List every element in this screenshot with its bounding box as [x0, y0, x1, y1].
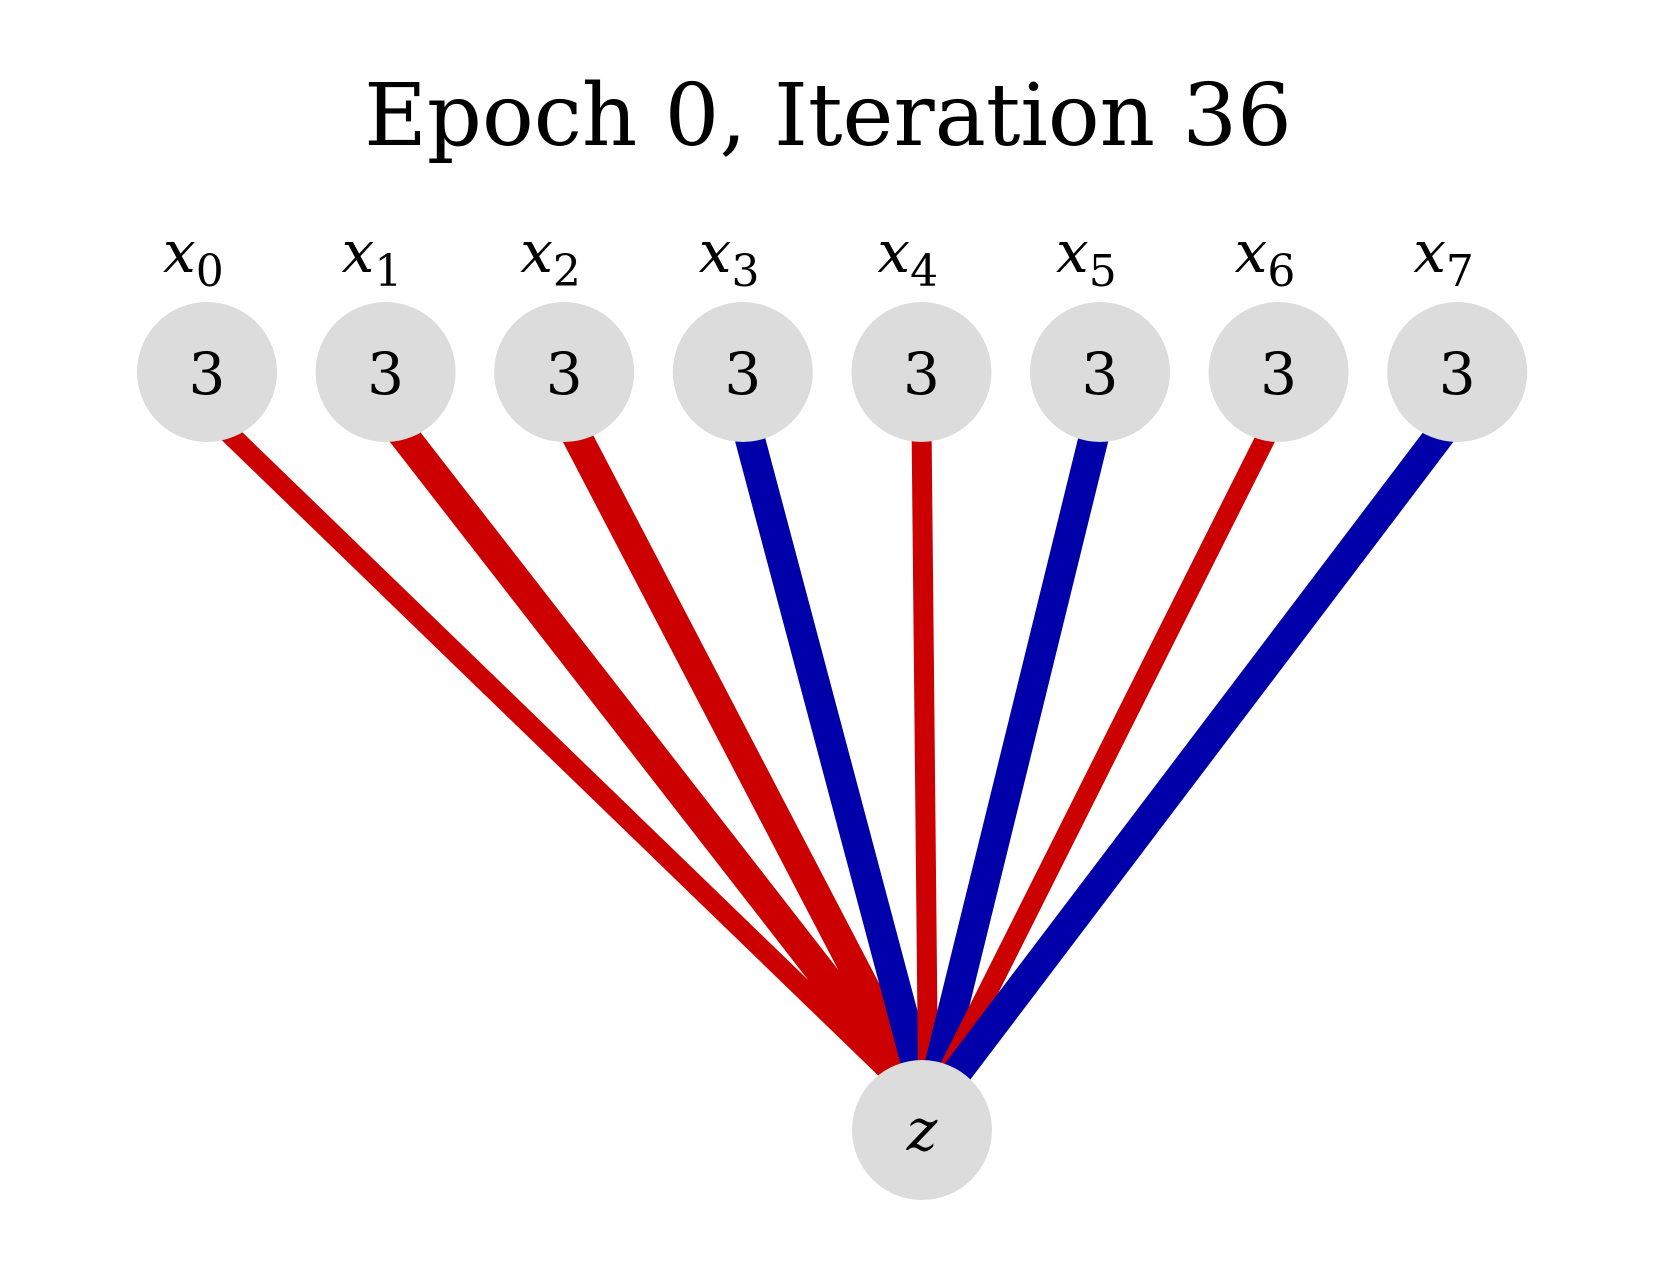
- edge-layer: [200, 402, 1470, 1085]
- input-node-circle: [1208, 302, 1349, 442]
- edge-x7-to-z: [943, 402, 1470, 1085]
- input-node-label: x1: [342, 218, 403, 297]
- input-node-label: x0: [163, 218, 224, 297]
- output-node: z: [852, 1060, 992, 1200]
- input-node-value: 3: [903, 340, 940, 408]
- input-node-circle: [672, 302, 813, 442]
- input-node-label: x3: [699, 218, 760, 297]
- input-node-x4: 3 x4: [851, 218, 992, 442]
- input-node-circle: [1387, 302, 1528, 442]
- input-node-x5: 3 x5: [1030, 218, 1170, 442]
- input-node-subscript: 2: [553, 246, 581, 297]
- edge-x0-to-z: [200, 404, 899, 1083]
- input-node-circle: [315, 302, 456, 442]
- input-node-x0: 3 x0: [137, 218, 277, 442]
- input-node-subscript: 5: [1089, 246, 1117, 297]
- edge-x4-to-z: [911, 411, 938, 1076]
- input-node-circle: [851, 302, 992, 442]
- input-node-subscript: 7: [1446, 246, 1474, 297]
- edge-x3-to-z: [728, 408, 934, 1079]
- diagram-title: Epoch 0, Iteration 36: [364, 66, 1292, 166]
- output-node-circle: [852, 1060, 992, 1200]
- output-node-label: z: [906, 1096, 938, 1164]
- input-node-subscript: 4: [910, 246, 938, 297]
- input-node-value: 3: [189, 340, 226, 408]
- input-node-label: x7: [1413, 218, 1474, 297]
- input-node-label: x4: [877, 218, 938, 297]
- input-node-circle: [1030, 302, 1170, 442]
- input-node-value: 3: [1439, 340, 1476, 408]
- edge-x6-to-z: [937, 407, 1288, 1080]
- input-node-circle: [494, 302, 635, 442]
- input-node-label: x2: [520, 218, 581, 297]
- input-node-subscript: 1: [374, 246, 402, 297]
- input-node-value: 3: [1082, 340, 1119, 408]
- edge-x2-to-z: [550, 405, 924, 1082]
- input-node-x2: 3 x2: [494, 218, 635, 442]
- edge-x1-to-z: [373, 402, 913, 1085]
- input-node-label: x5: [1056, 218, 1117, 297]
- input-node-value: 3: [1260, 340, 1297, 408]
- input-node-value: 3: [546, 340, 583, 408]
- input-node-x6: 3 x6: [1208, 218, 1349, 442]
- input-node-x1: 3 x1: [315, 218, 456, 442]
- input-node-label: x6: [1235, 218, 1296, 297]
- edge-x5-to-z: [922, 408, 1115, 1079]
- input-node-x3: 3x3: [672, 218, 813, 442]
- input-node-subscript: 0: [196, 246, 224, 297]
- input-node-subscript: 6: [1267, 246, 1295, 297]
- input-node-value: 3: [367, 340, 404, 408]
- input-node-subscript: 3: [732, 246, 760, 297]
- input-node-x7: 3 x7: [1387, 218, 1528, 442]
- input-node-value: 3: [724, 340, 761, 408]
- input-node-circle: [137, 302, 277, 442]
